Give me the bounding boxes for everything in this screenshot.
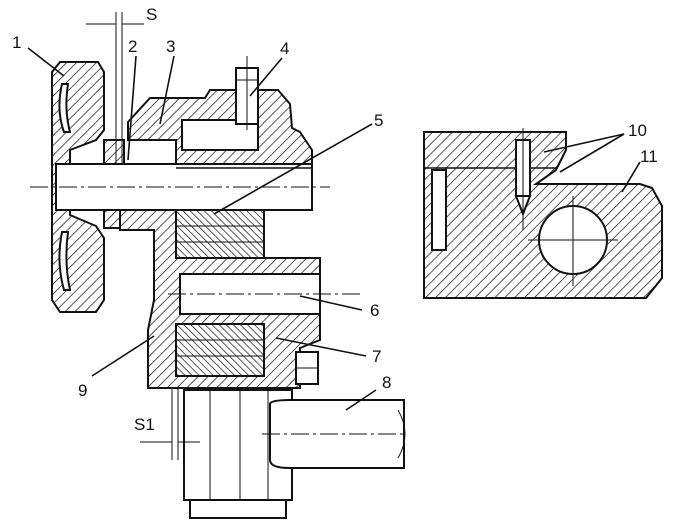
- bracket-detail: [423, 128, 663, 299]
- label-s: S: [146, 5, 157, 24]
- label-8: 8: [382, 373, 391, 392]
- leader-lines: [27, 47, 641, 411]
- drive-shaft: [30, 163, 330, 211]
- label-9: 9: [78, 381, 87, 400]
- pulley-gear: [51, 61, 105, 313]
- label-6: 6: [370, 301, 379, 320]
- pipe: [262, 399, 406, 469]
- label-11: 11: [640, 147, 658, 166]
- label-s1: S1: [134, 415, 155, 434]
- label-2: 2: [128, 37, 137, 56]
- label-10: 10: [628, 121, 647, 140]
- label-3: 3: [166, 37, 175, 56]
- bolt-top: [235, 56, 259, 130]
- housing-upper: [127, 89, 313, 169]
- clamp-nut: [295, 351, 319, 385]
- label-7: 7: [372, 347, 381, 366]
- clearance-s1: [140, 388, 200, 460]
- label-5: 5: [374, 111, 383, 130]
- gear-upper: [175, 209, 265, 259]
- gear-lower: [175, 323, 265, 377]
- driven-shaft: [168, 273, 360, 315]
- label-1: 1: [12, 33, 21, 52]
- label-4: 4: [280, 39, 289, 58]
- clearance-s: [86, 12, 144, 164]
